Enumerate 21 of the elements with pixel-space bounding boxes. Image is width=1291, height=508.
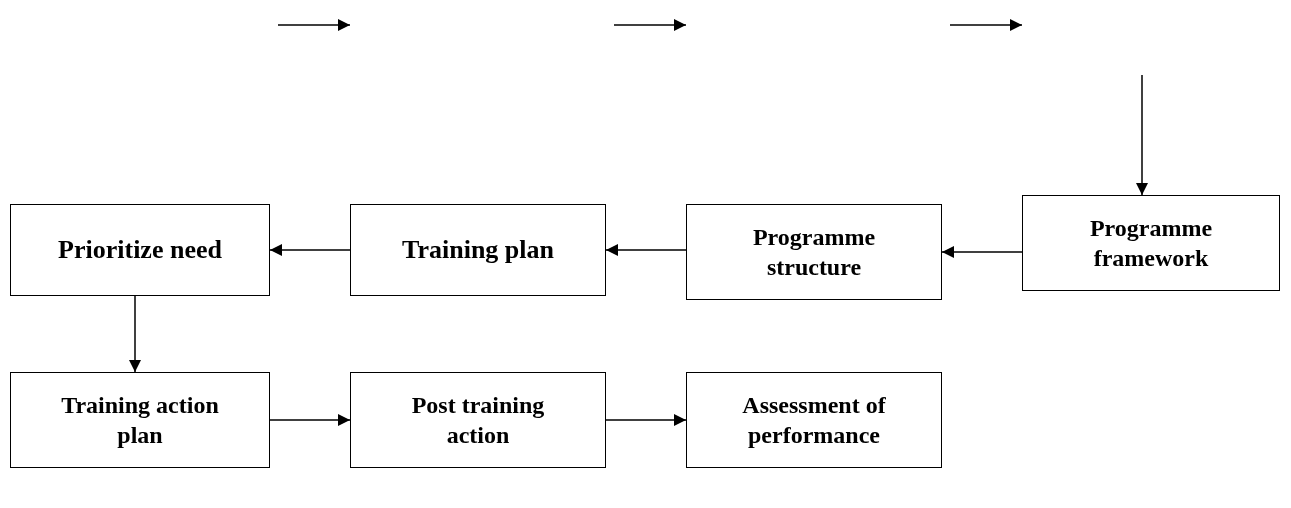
process-box <box>1022 195 1280 291</box>
arrow <box>1136 74 1148 196</box>
arrow <box>605 244 687 256</box>
box-label: Programme structure <box>751 223 877 282</box>
process-box <box>350 204 606 296</box>
box-label: Post training action <box>410 391 546 450</box>
process-box <box>10 372 270 468</box>
box-label: Training plan <box>401 233 555 266</box>
arrow <box>269 414 351 426</box>
process-box <box>686 372 942 468</box>
box-label: Assessment of performance <box>741 391 887 450</box>
arrow <box>269 244 351 256</box>
arrow <box>941 246 1023 258</box>
arrow <box>129 295 141 373</box>
box-label: Prioritize need <box>57 233 223 266</box>
box-label: Training action plan <box>60 391 220 450</box>
arrow <box>605 414 687 426</box>
box-label: Programme framework <box>1088 214 1214 273</box>
process-box <box>350 372 606 468</box>
process-box <box>10 204 270 296</box>
process-box <box>686 204 942 300</box>
